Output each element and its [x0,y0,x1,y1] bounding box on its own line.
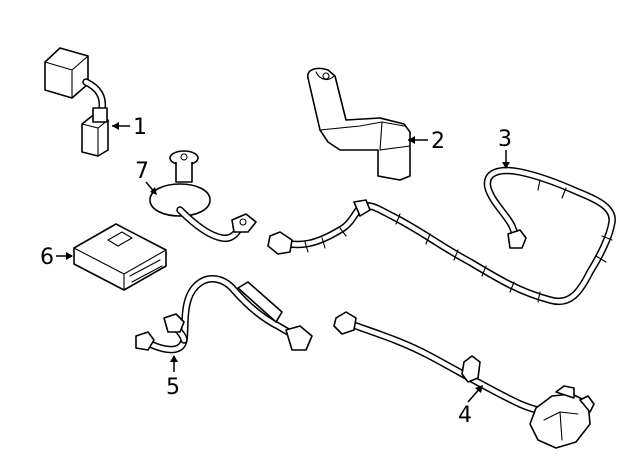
callout-1: 1 [112,115,147,140]
callout-5: 5 [166,355,180,400]
callout-label-1: 1 [133,115,147,140]
callout-label-7: 7 [135,159,149,184]
callout-label-5: 5 [166,375,180,400]
callout-7: 7 [135,159,157,195]
part-4-harness-module[interactable] [333,311,595,449]
callout-label-4: 4 [458,403,472,428]
callout-2: 2 [408,129,445,154]
part-2-bracket[interactable] [306,67,411,181]
part-6-control-module[interactable] [73,223,167,291]
part-5-harness[interactable] [135,275,313,354]
callout-6: 6 [40,245,73,270]
callout-3: 3 [498,127,512,169]
callout-label-2: 2 [431,129,445,154]
callout-label-6: 6 [40,245,54,270]
part-3-harness[interactable] [267,166,616,306]
callout-label-3: 3 [498,127,512,152]
part-1-sensor[interactable] [44,47,109,157]
part-7-sensor[interactable] [149,150,257,243]
callout-4: 4 [458,385,483,428]
